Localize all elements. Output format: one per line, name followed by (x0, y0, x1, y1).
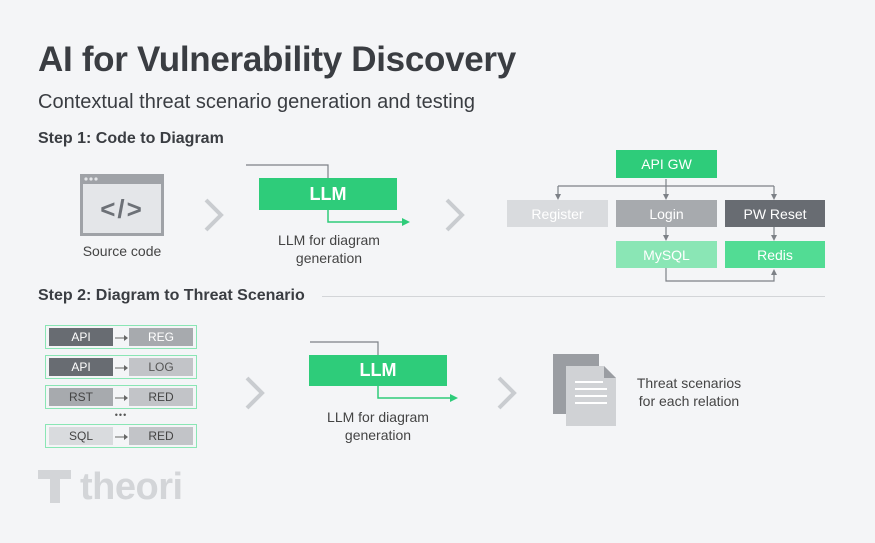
llm-caption-step1: LLM for diagram generation (255, 231, 403, 267)
output-caption-line1: Threat scenarios (636, 375, 742, 391)
redis-node: Redis (725, 241, 825, 268)
relation-row: RST RED (45, 385, 197, 409)
relation-to: REG (129, 328, 193, 346)
architecture-connectors (555, 179, 777, 282)
chevron-right-icon (497, 376, 517, 410)
step2-divider (322, 296, 825, 297)
relation-row: API REG (45, 325, 197, 349)
relation-to: LOG (129, 358, 193, 376)
source-code-caption: Source code (82, 243, 162, 259)
relation-row: SQL RED (45, 424, 197, 448)
login-node: Login (616, 200, 717, 227)
theori-logo-icon (38, 470, 71, 503)
llm-caption-step2: LLM for diagram generation (304, 408, 452, 444)
output-caption-line2: for each relation (638, 393, 740, 409)
mysql-node: MySQL (616, 241, 717, 268)
step2-heading: Step 2: Diagram to Threat Scenario (38, 287, 305, 304)
llm-caption-step1-line1: LLM for diagram (278, 232, 380, 248)
pw-reset-node: PW Reset (725, 200, 825, 227)
api-gw-node: API GW (616, 150, 717, 178)
page-subtitle: Contextual threat scenario generation an… (38, 91, 475, 113)
llm-box-step2: LLM (309, 355, 447, 386)
llm-caption-step2-line1: LLM for diagram (327, 409, 429, 425)
chevron-right-icon (204, 198, 224, 232)
code-window-icon: </> (80, 174, 164, 236)
relation-to: RED (129, 427, 193, 445)
relation-to: RED (129, 388, 193, 406)
relation-arrow-icon (115, 395, 128, 401)
theori-logo-text: theori (80, 466, 183, 508)
llm-box-step1: LLM (259, 178, 397, 210)
relation-arrow-icon (115, 434, 128, 440)
document-stack-icon (553, 354, 616, 426)
relation-arrow-icon (115, 365, 128, 371)
relation-ellipsis: ••• (114, 410, 128, 420)
chevron-right-icon (245, 376, 265, 410)
output-caption: Threat scenarios for each relation (624, 374, 754, 410)
llm-connector-lines (246, 164, 410, 226)
llm-caption-step2-line2: generation (344, 427, 412, 443)
relation-from: API (49, 328, 113, 346)
relation-row: API LOG (45, 355, 197, 379)
llm-connector-lines (310, 341, 458, 402)
relation-arrow-icon (115, 335, 128, 341)
code-symbol: </> (100, 193, 144, 224)
page-title: AI for Vulnerability Discovery (38, 40, 516, 79)
relation-from: RST (49, 388, 113, 406)
relation-from: API (49, 358, 113, 376)
relation-from: SQL (49, 427, 113, 445)
register-node: Register (507, 200, 608, 227)
llm-caption-step1-line2: generation (295, 250, 363, 266)
step1-heading: Step 1: Code to Diagram (38, 130, 224, 147)
chevron-right-icon (445, 198, 465, 232)
